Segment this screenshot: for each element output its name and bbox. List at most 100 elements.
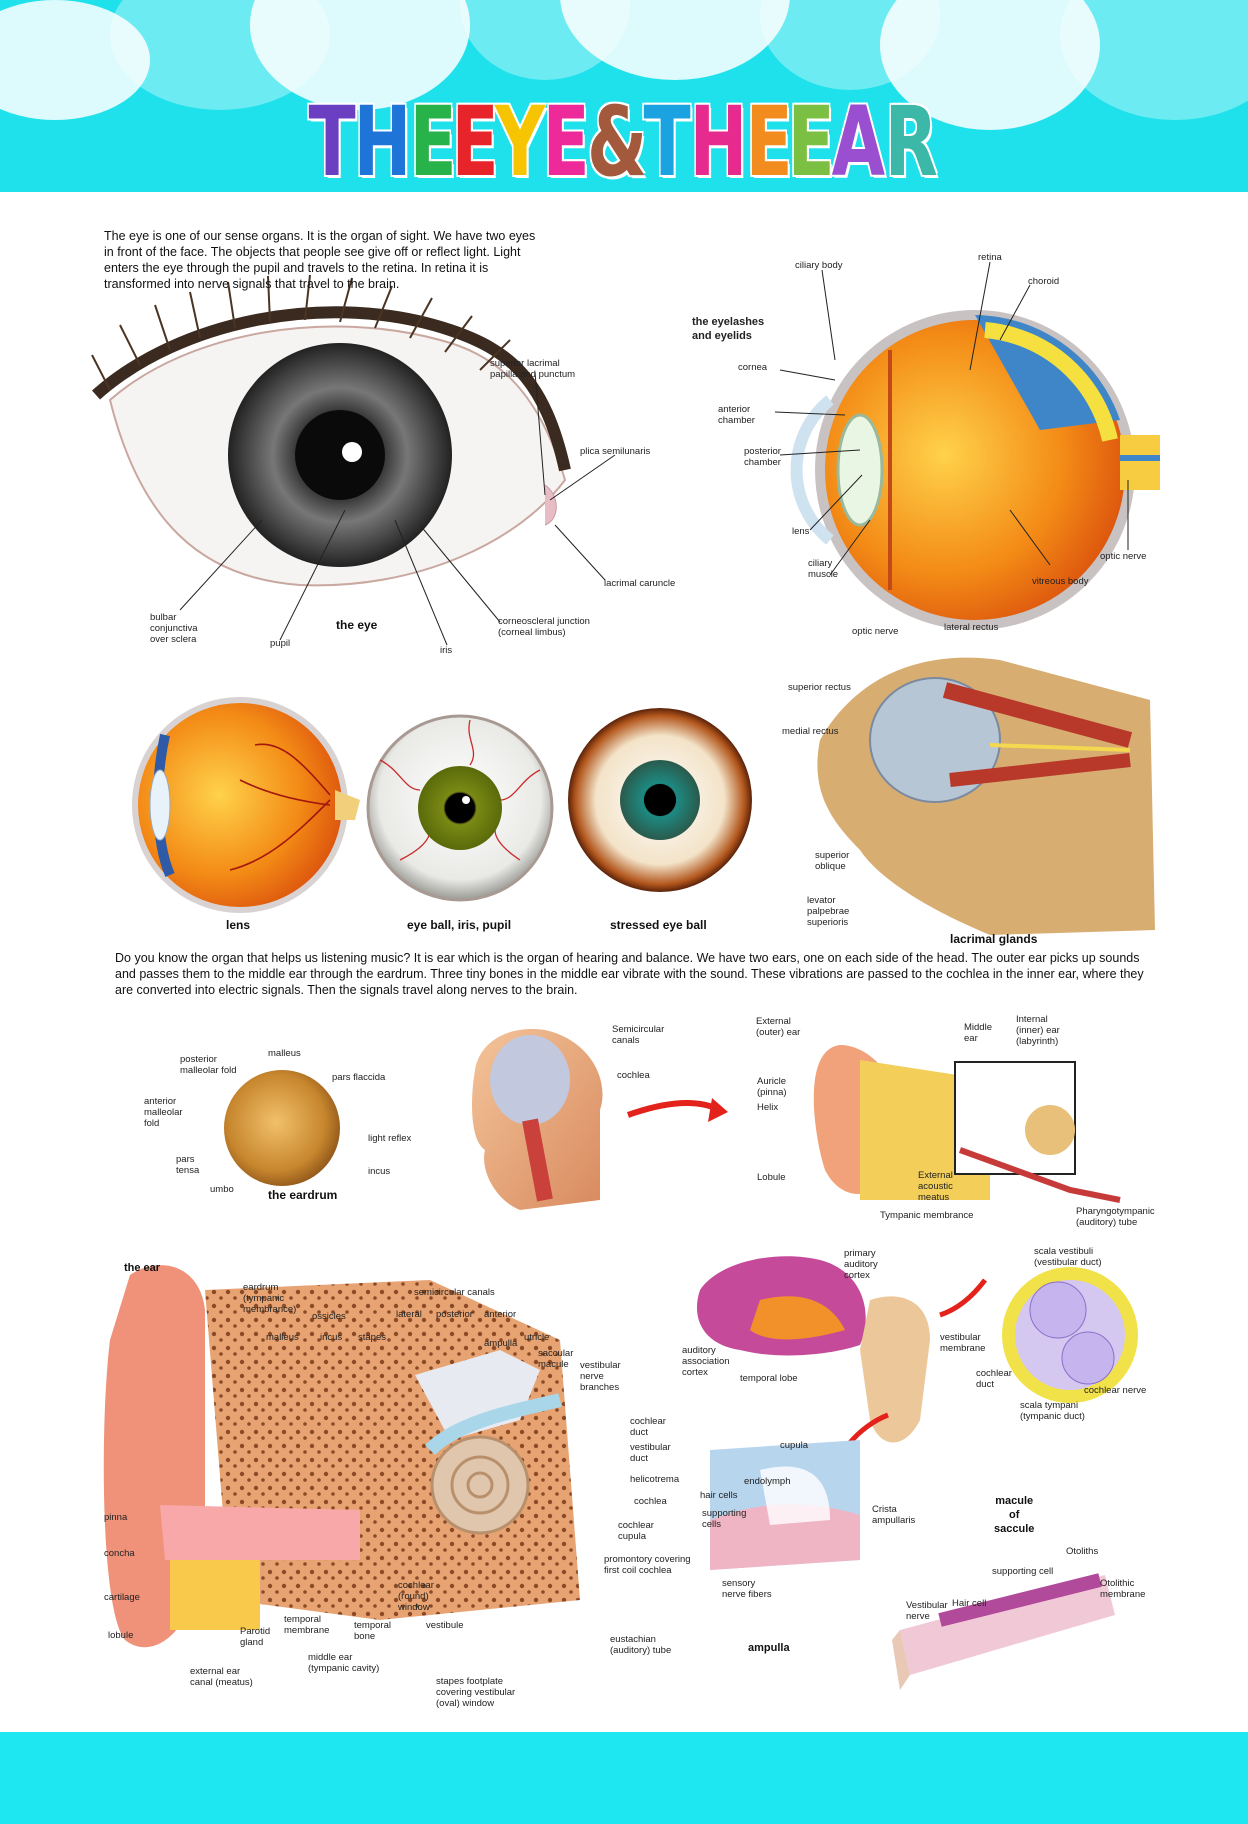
label-external-acoustic-meatus: External acoustic meatus — [918, 1170, 953, 1203]
title-letter: T — [307, 86, 357, 198]
green-eyeball-illustration — [366, 714, 554, 902]
label-superior-rectus: superior rectus — [788, 682, 851, 693]
label-temporal-bone: temporal bone — [354, 1620, 391, 1642]
label-pinna: pinna — [104, 1512, 128, 1523]
label-posterior-chamber: posterior chamber — [744, 446, 781, 468]
label-endolymph: endolymph — [744, 1476, 791, 1487]
head-illustration — [472, 1029, 603, 1210]
label-helix: Helix — [757, 1102, 779, 1113]
label-round-window: cochlear (round) window — [398, 1580, 434, 1613]
label-pharyngotympanic: Pharyngotympanic (auditory) tube — [1076, 1206, 1155, 1228]
label-middle-ear: Middle ear — [964, 1022, 992, 1044]
label-ear-semicircular: semicircular canals — [414, 1287, 495, 1298]
label-ciliary-muscle: ciliary muscle — [808, 558, 839, 580]
ear-section-illustration — [103, 1265, 580, 1648]
decorative-bubble — [0, 0, 150, 120]
label-ear-lobule: lobule — [108, 1630, 134, 1641]
label-cochlear-duct-section: cochlear duct — [976, 1368, 1012, 1390]
label-ear-incus: incus — [320, 1332, 343, 1343]
label-eyelashes: the eyelashes and eyelids — [692, 316, 765, 342]
label-ear-posterior: posterior — [436, 1309, 473, 1320]
label-supporting-cells: supporting cells — [702, 1508, 747, 1530]
label-macule-vestibular-nerve: Vestibular nerve — [906, 1600, 948, 1622]
caption-macule: macule of saccule — [994, 1495, 1035, 1535]
label-ear-cochlea: cochlea — [634, 1496, 667, 1507]
label-eardrum: eardrum (tympanic membrance) — [243, 1282, 297, 1315]
title-letter: T — [643, 86, 693, 198]
label-ear-stapes: stapes — [358, 1332, 386, 1343]
arrow-icon — [939, 1278, 987, 1318]
stressed-eyeball-illustration — [568, 708, 752, 892]
label-cupula: cupula — [780, 1440, 808, 1451]
label-pars-flaccida: pars flaccida — [332, 1072, 386, 1083]
label-corneoscleral: corneoscleral junction (corneal limbus) — [498, 616, 590, 638]
label-eustachian: eustachian (auditory) tube — [610, 1634, 672, 1656]
label-ear-malleus: malleus — [266, 1332, 299, 1343]
label-incus: incus — [368, 1166, 391, 1177]
lens-eyeball-illustration — [132, 697, 360, 913]
leader-lines — [179, 261, 1129, 646]
label-middle-ear: middle ear (tympanic cavity) — [308, 1652, 380, 1674]
header-banner — [0, 0, 1248, 192]
title-letter: E — [542, 86, 592, 198]
caption-the-eye: the eye — [336, 618, 378, 632]
label-auditory-association: auditory association cortex — [682, 1345, 730, 1378]
label-sensory-nerve-fibers: sensory nerve fibers — [722, 1578, 772, 1600]
label-vestibular-nerve-branches: vestibular nerve branches — [580, 1360, 621, 1393]
brain-illustration — [696, 1256, 930, 1443]
label-lobule: Lobule — [757, 1172, 786, 1183]
title-letter: Y — [495, 86, 547, 198]
caption-stressed-eye-ball: stressed eye ball — [610, 918, 707, 932]
label-light-reflex: light reflex — [368, 1133, 412, 1144]
label-head-cochlea: cochlea — [617, 1070, 650, 1081]
label-otolithic-membrane: Otolithic membrane — [1100, 1578, 1146, 1600]
label-parotid: Parotid gland — [240, 1626, 271, 1648]
eye-illustration — [91, 274, 571, 587]
label-pupil: pupil — [270, 638, 291, 649]
label-lens: lens — [792, 526, 810, 537]
title-letter: R — [884, 86, 939, 198]
label-ear-lateral: lateral — [396, 1309, 422, 1320]
label-anterior-fold: anterior malleolar fold — [144, 1096, 183, 1129]
caption-eye-ball-iris-pupil: eye ball, iris, pupil — [407, 918, 512, 932]
macule-illustration — [892, 1573, 1115, 1690]
label-lacrimal-caruncle: lacrimal caruncle — [604, 578, 676, 589]
label-medial-rectus: medial rectus — [782, 726, 839, 737]
caption-lacrimal-glands: lacrimal glands — [950, 932, 1038, 946]
label-retina: retina — [978, 252, 1002, 263]
label-saccular-macule: saccular macule — [538, 1348, 574, 1370]
label-cochlear-cupula: cochlear cupula — [618, 1520, 654, 1542]
label-external-ear: External (outer) ear — [756, 1016, 801, 1038]
label-supporting-cell: supporting cell — [992, 1566, 1054, 1577]
label-ear-anterior: anterior — [484, 1309, 517, 1320]
label-otoliths: Otoliths — [1066, 1546, 1099, 1557]
ear-intro-paragraph: Do you know the organ that helps us list… — [115, 951, 1144, 997]
label-scala-vestibuli: scala vestibuli (vestibular duct) — [1034, 1246, 1102, 1268]
caption-lens: lens — [226, 918, 251, 932]
title-letter: E — [451, 86, 501, 198]
eye-section-illustration — [790, 310, 1160, 630]
cochlea-section-illustration — [1002, 1267, 1138, 1403]
title-letter: & — [586, 86, 649, 198]
label-vitreous-body: vitreous body — [1032, 576, 1089, 587]
label-semicircular-canals: Semicircular canals — [612, 1024, 665, 1046]
arrow-head-icon — [708, 1098, 728, 1122]
label-ossicles: ossicles — [312, 1311, 346, 1322]
label-promontory: promontory covering first coil cochlea — [604, 1554, 691, 1576]
label-temporal-lobe: temporal lobe — [740, 1373, 798, 1384]
label-umbo: umbo — [210, 1184, 234, 1195]
page-title: THE EYE & THE EAR — [0, 92, 1248, 192]
caption-the-eardrum: the eardrum — [268, 1188, 338, 1202]
label-malleus: malleus — [268, 1048, 301, 1059]
label-cochlear-nerve: cochlear nerve — [1084, 1385, 1147, 1396]
label-auricle: Auricle (pinna) — [757, 1076, 787, 1098]
footer-band — [0, 1732, 1248, 1824]
label-levator: levator palpebrae superioris — [807, 895, 850, 928]
title-letter: E — [787, 86, 836, 198]
arrow-icon — [626, 1100, 722, 1118]
label-superior-lacrimal: superior lacrimal papilla and punctum — [490, 358, 576, 380]
label-tympanic-membrance: Tympanic membrance — [880, 1210, 974, 1221]
title-letter: H — [353, 86, 413, 198]
label-ampulla: ampulla — [484, 1338, 518, 1349]
